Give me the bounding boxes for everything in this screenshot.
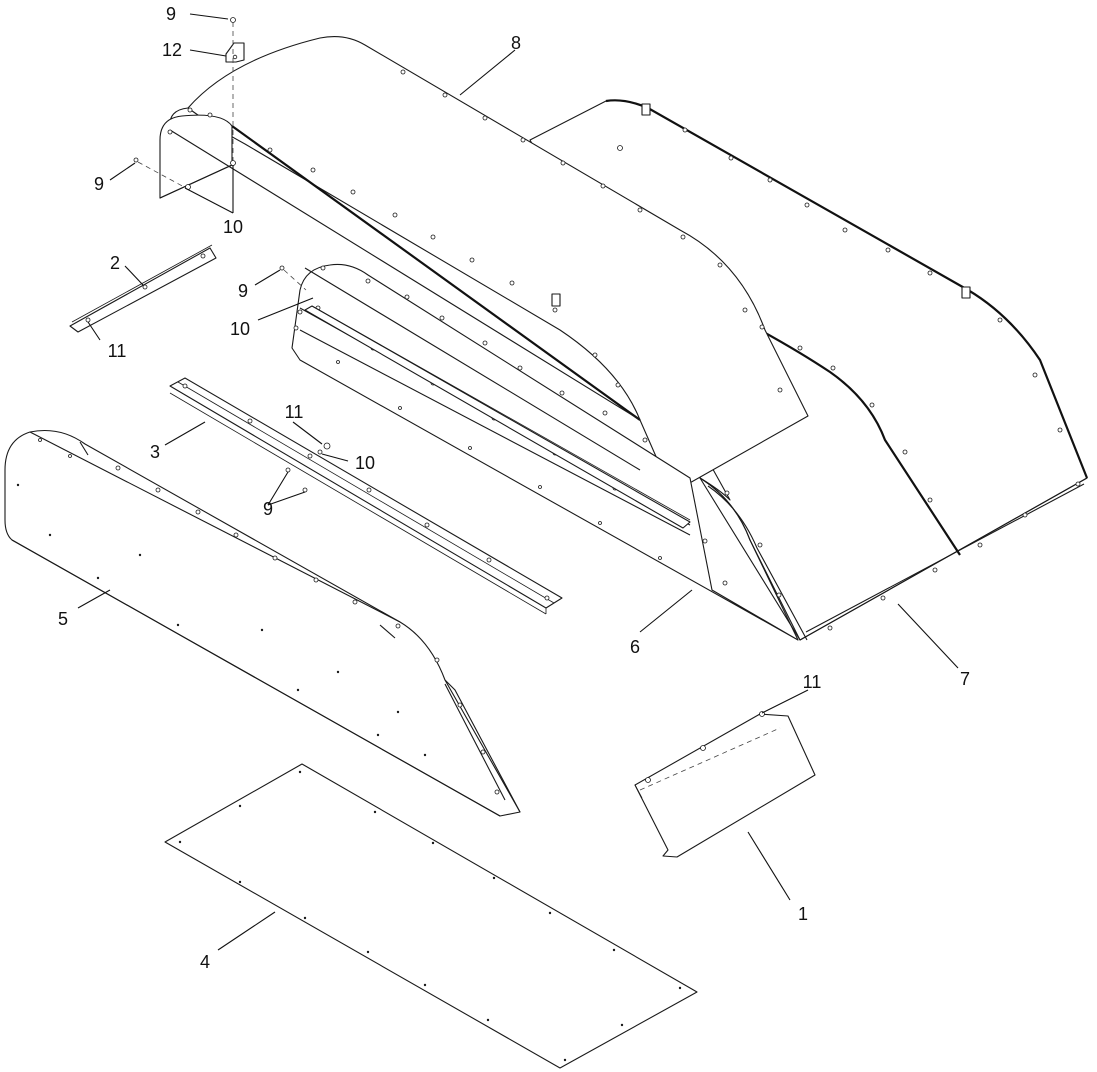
loose-fasteners [133,157,331,493]
callout-9: 9 [94,174,104,194]
part-8-top-cover [159,36,809,494]
callout-11: 11 [285,402,304,422]
part-8-fasteners [167,69,783,443]
callout-9: 9 [263,499,273,519]
part-5-side-panel [4,429,521,817]
part-6-flange-strip [304,305,691,529]
callout-8: 8 [511,33,521,53]
part-7-fasteners [617,127,1081,631]
part-1-plate [634,711,816,858]
callout-5: 5 [58,609,68,629]
callout-6: 6 [630,637,640,657]
callout-3: 3 [150,442,160,462]
part-2-strip [69,244,217,333]
callout-4: 4 [200,952,210,972]
callout-2: 2 [110,253,120,273]
part-4-floor-plate [164,763,698,1069]
part-5-fasteners [16,438,500,795]
callout-10: 10 [230,319,250,339]
callout-9: 9 [166,4,176,24]
callout-10: 10 [355,453,375,473]
callout-12: 12 [162,40,182,60]
callout-11: 11 [803,672,822,692]
part-12-bracket [225,17,245,160]
leader-lines [77,13,959,951]
callout-10: 10 [223,217,243,237]
callout-labels: 9 12 8 9 10 2 9 10 11 11 3 10 9 5 6 7 11… [58,4,970,972]
callout-1: 1 [798,904,808,924]
callout-9: 9 [238,281,248,301]
callout-7: 7 [960,669,970,689]
part-3-channel [169,377,563,615]
callout-11: 11 [108,341,127,361]
